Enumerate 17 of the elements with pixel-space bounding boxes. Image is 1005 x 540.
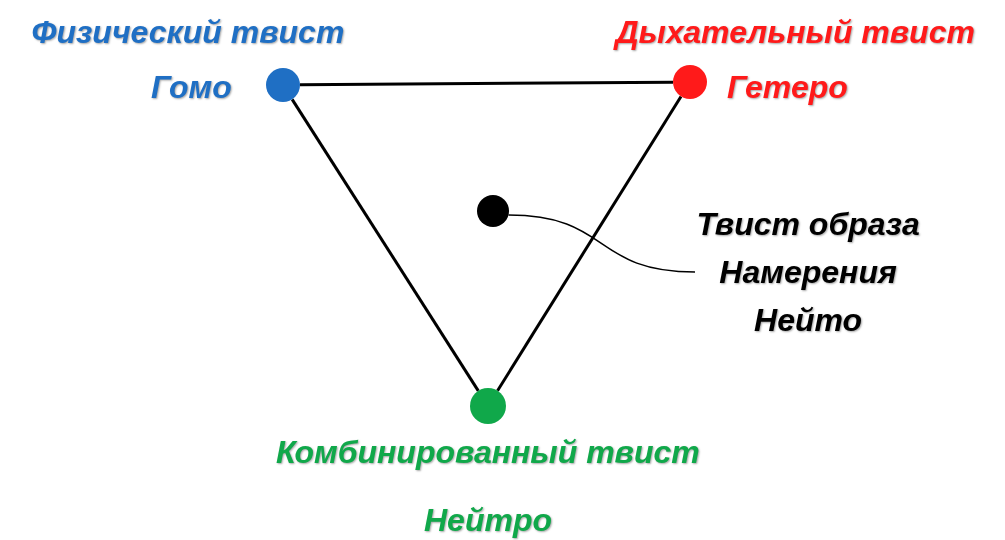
leader-line — [507, 214, 696, 273]
marker-dot — [673, 65, 707, 99]
connector-line — [290, 98, 480, 392]
callout-text: Твист образа — [696, 205, 920, 243]
callout-text: Нейто — [754, 301, 863, 339]
node-caption: Гетеро — [727, 68, 848, 106]
node-caption: Физический твист — [31, 13, 345, 51]
connector-line — [496, 95, 683, 392]
connector-line — [300, 80, 673, 87]
marker-dot — [477, 195, 509, 227]
marker-dot — [266, 68, 300, 102]
node-caption: Комбинированный твист — [276, 433, 700, 471]
marker-dot — [470, 388, 506, 424]
node-caption: Дыхательный твист — [615, 13, 975, 51]
node-caption: Гомо — [151, 68, 232, 106]
node-caption: Нейтро — [424, 501, 552, 539]
callout-text: Намерения — [719, 253, 897, 291]
